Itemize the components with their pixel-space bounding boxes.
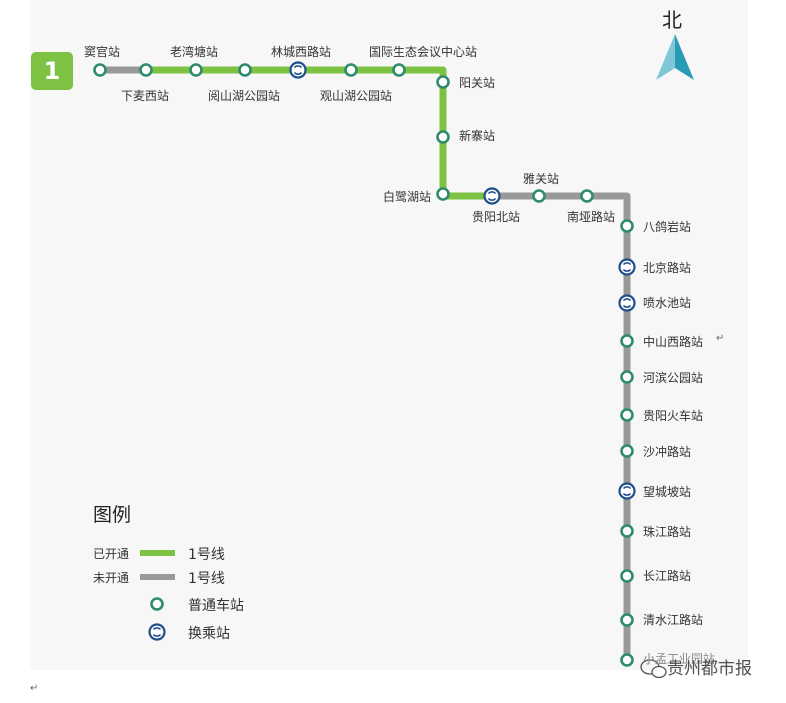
station-label: 北京路站 xyxy=(643,261,692,275)
station-icon xyxy=(189,63,203,77)
legend-normal-station-label: 普通车站 xyxy=(188,598,244,614)
station-label: 长江路站 xyxy=(643,569,692,583)
station-label: 河滨公园站 xyxy=(643,371,704,385)
station-label: 阅山湖公园站 xyxy=(208,89,281,103)
station-icon xyxy=(436,130,450,144)
station-icon xyxy=(344,63,358,77)
station-label: 南垭路站 xyxy=(567,210,616,224)
station-label: 老湾塘站 xyxy=(170,45,219,59)
station-icon xyxy=(620,334,634,348)
legend-transfer-station-icon xyxy=(148,623,166,641)
station-label: 中山西路站 xyxy=(643,335,704,349)
transfer-station-icon xyxy=(483,187,501,205)
station-label: 下麦西站 xyxy=(121,89,170,103)
north-arrow-icon xyxy=(656,34,694,80)
station-icon xyxy=(93,63,107,77)
line-number-badge: 1 xyxy=(31,52,73,90)
station-icon xyxy=(620,569,634,583)
station-label: 望城坡站 xyxy=(643,485,692,499)
station-icon xyxy=(620,219,634,233)
legend-transfer-station-label: 换乘站 xyxy=(188,626,230,642)
station-icon xyxy=(620,613,634,627)
station-icon xyxy=(620,444,634,458)
station-icon xyxy=(620,653,634,667)
station-label: 贵阳火车站 xyxy=(643,409,704,423)
station-label: 清水江路站 xyxy=(643,613,704,627)
station-label: 珠江路站 xyxy=(643,525,692,539)
transfer-station-icon xyxy=(618,482,636,500)
watermark-text: 贵州都市报 xyxy=(667,659,752,679)
station-label: 贵阳北站 xyxy=(472,210,521,224)
return-mark: ↵ xyxy=(716,333,725,344)
station-icon xyxy=(392,63,406,77)
station-label: 小孟工业园站 xyxy=(643,652,716,666)
station-label: 雅关站 xyxy=(523,172,560,186)
transfer-station-icon xyxy=(289,61,307,79)
station-label: 国际生态会议中心站 xyxy=(369,45,478,59)
legend-open-line-label: 1号线 xyxy=(188,547,225,563)
station-label: 喷水池站 xyxy=(643,296,692,310)
station-label: 窦官站 xyxy=(84,45,121,59)
transfer-station-icon xyxy=(618,258,636,276)
station-label: 八鸽岩站 xyxy=(643,220,692,234)
station-label: 观山湖公园站 xyxy=(320,89,393,103)
wechat-icon xyxy=(640,659,667,679)
station-icon xyxy=(139,63,153,77)
station-icon xyxy=(436,187,450,201)
legend-planned-line-label: 1号线 xyxy=(188,571,225,587)
station-icon xyxy=(532,189,546,203)
station-label: 沙冲路站 xyxy=(643,445,692,459)
legend-open-status: 已开通 xyxy=(93,547,130,561)
north-label: 北 xyxy=(662,8,682,32)
legend-title: 图例 xyxy=(93,504,132,526)
station-icon xyxy=(238,63,252,77)
legend-normal-station-icon xyxy=(150,597,164,611)
station-icon xyxy=(620,524,634,538)
station-icon xyxy=(580,189,594,203)
legend-planned-status: 未开通 xyxy=(93,571,130,585)
station-label: 阳关站 xyxy=(459,76,496,90)
station-label: 新寨站 xyxy=(459,129,496,143)
station-icon xyxy=(436,75,450,89)
transfer-station-icon xyxy=(618,294,636,312)
station-label: 白鹭湖站 xyxy=(383,190,432,204)
station-label: 林城西路站 xyxy=(271,45,332,59)
station-icon xyxy=(620,408,634,422)
return-mark: ↵ xyxy=(30,683,39,694)
planned-segment-east xyxy=(492,192,631,662)
station-icon xyxy=(620,370,634,384)
